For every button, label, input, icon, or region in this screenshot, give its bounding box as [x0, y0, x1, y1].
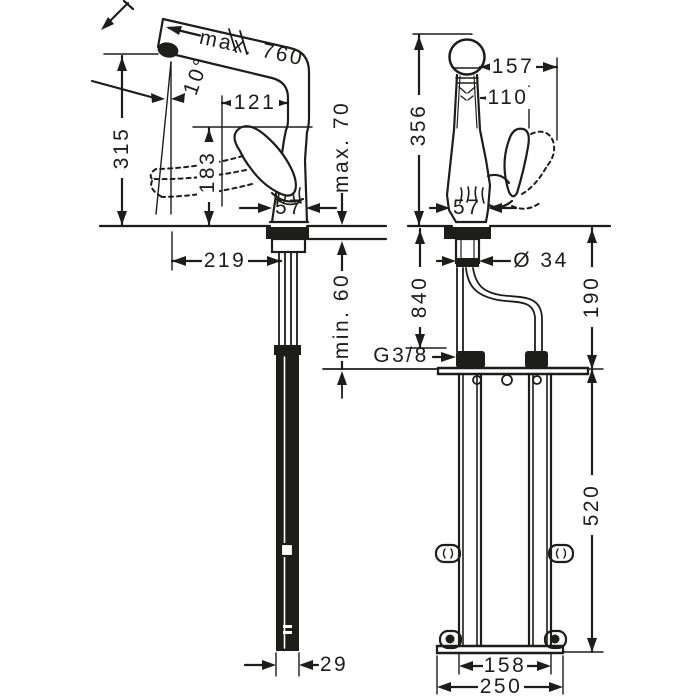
dim-total-height-label: 356: [407, 95, 430, 155]
dim-shank-diameter-label: Ø 34: [513, 249, 569, 272]
dim-deck-thickness-max-label: max. 70: [330, 100, 353, 193]
dim-under-deck-depth-label: 190: [580, 267, 603, 327]
dim-hose-length-label: 840: [408, 267, 431, 327]
left-under-counter: [266, 227, 309, 651]
dim-handle-swing-max-label: 157: [490, 55, 536, 78]
pull-out-direction-icon: [101, 0, 135, 30]
right-handle: [486, 127, 556, 210]
dim-hose-weight-width-label: 29: [319, 653, 349, 676]
dim-frame-outer-width-label: 250: [478, 675, 524, 698]
dim-frame-height-label: 520: [580, 475, 603, 535]
dim-frame-inner-width-label: 158: [483, 654, 527, 677]
right-faucet-outline: [445, 38, 492, 224]
dim-body-width-left-label: 57: [275, 196, 304, 219]
right-view-dimensions: [405, 33, 604, 695]
dim-body-width-right-label: 57: [453, 196, 482, 219]
dim-spout-outlet-height-label: 315: [110, 118, 133, 178]
dim-handle-height-label: 183: [196, 142, 219, 202]
dim-outlet-to-axis-label: 121: [231, 92, 279, 114]
dim-spout-reach-label: 219: [202, 249, 248, 272]
dim-thread-label: G3/8: [373, 344, 429, 367]
right-under-counter: [444, 227, 548, 368]
dim-handle-swing-label: 110: [486, 86, 530, 109]
left-handle: [149, 125, 305, 206]
left-countertop: [98, 224, 388, 241]
dim-clearance-min-label: min. 60: [330, 271, 353, 361]
mounting-frame: [434, 366, 590, 655]
